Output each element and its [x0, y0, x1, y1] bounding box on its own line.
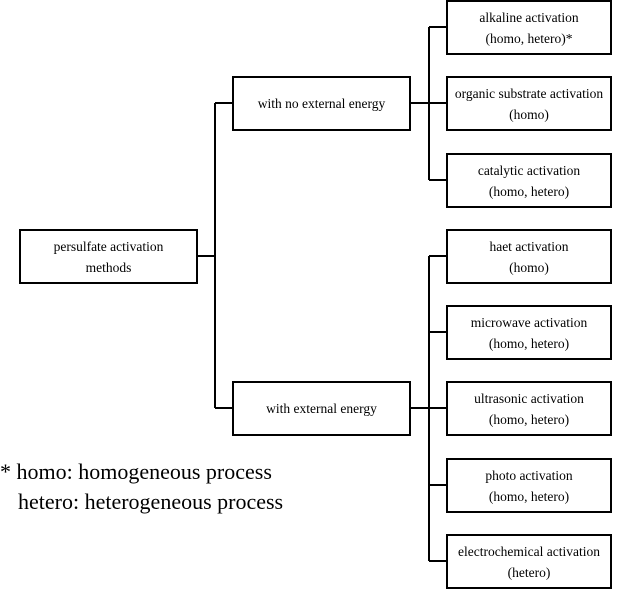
leaf-organic-substrate-activation: organic substrate activation (homo) — [446, 76, 612, 131]
leaf-subtitle: (homo) — [509, 106, 549, 122]
branch-label: with no external energy — [257, 96, 386, 111]
leaf-subtitle: (homo) — [509, 259, 549, 275]
leaf-title: organic substrate activation — [454, 85, 604, 101]
branch-label: with external energy — [266, 401, 377, 416]
leaf-microwave-activation: microwave activation (homo, hetero) — [446, 305, 612, 360]
leaf-catalytic-activation: catalytic activation (homo, hetero) — [446, 153, 612, 208]
leaf-title: haet activation — [489, 238, 569, 254]
leaf-subtitle: (homo, hetero) — [488, 411, 570, 427]
footnote-homo: * homo: homogeneous process — [0, 459, 272, 484]
leaf-alkaline-activation: alkaline activation (homo, hetero)* — [446, 0, 612, 55]
leaf-photo-activation: photo activation (homo, hetero) — [446, 458, 612, 513]
root-node-line2: methods — [85, 259, 132, 275]
leaf-subtitle: (homo, hetero) — [488, 183, 570, 199]
leaf-title: photo activation — [485, 467, 573, 483]
leaf-title: catalytic activation — [477, 162, 581, 178]
branch-external-energy: with external energy — [232, 381, 411, 436]
leaf-ultrasonic-activation: ultrasonic activation (homo, hetero) — [446, 381, 612, 436]
leaf-subtitle: (homo, hetero)* — [485, 30, 573, 46]
leaf-title: microwave activation — [470, 314, 588, 330]
leaf-title: ultrasonic activation — [474, 390, 584, 406]
leaf-subtitle: (homo, hetero) — [488, 335, 570, 351]
leaf-electrochemical-activation: electrochemical activation (hetero) — [446, 534, 612, 589]
branch-no-external-energy: with no external energy — [232, 76, 411, 131]
footnote-hetero: hetero: heterogeneous process — [18, 489, 284, 514]
leaf-title: electrochemical activation — [457, 543, 601, 559]
root-node-line1: persulfate activation — [53, 238, 164, 254]
root-node: persulfate activation methods — [19, 229, 198, 284]
leaf-subtitle: (hetero) — [507, 564, 551, 580]
leaf-haet-activation: haet activation (homo) — [446, 229, 612, 284]
leaf-subtitle: (homo, hetero) — [488, 488, 570, 504]
leaf-title: alkaline activation — [479, 9, 579, 25]
